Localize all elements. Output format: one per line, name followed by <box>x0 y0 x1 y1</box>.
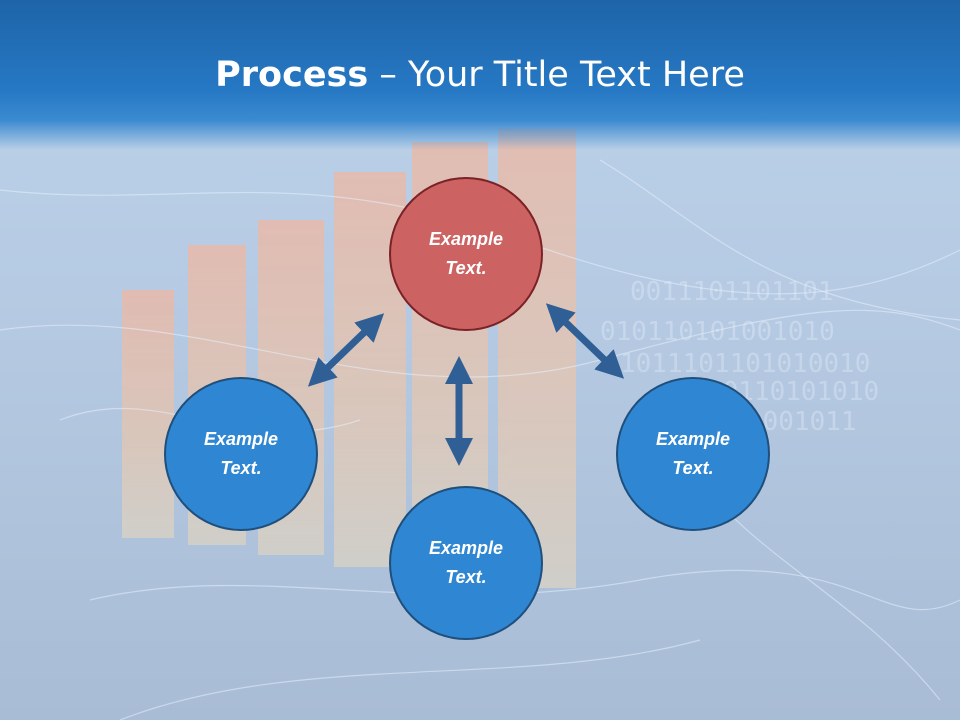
node-top: Example Text. <box>389 177 543 331</box>
svg-text:1011101101010010: 1011101101010010 <box>620 349 870 379</box>
svg-text:0011101101101: 0011101101101 <box>630 277 834 307</box>
node-right-text: Example Text. <box>655 429 731 478</box>
title-bold: Process <box>215 55 369 95</box>
svg-text:010110101001010: 010110101001010 <box>600 317 835 347</box>
node-bottom-text: Example Text. <box>428 538 504 587</box>
node-bottom: Example Text. <box>389 486 543 640</box>
node-right: Example Text. <box>616 377 770 531</box>
arrow-top-right <box>545 303 625 379</box>
node-left: Example Text. <box>164 377 318 531</box>
slide-title: Process – Your Title Text Here <box>0 48 960 102</box>
node-top-text: Example Text. <box>428 229 504 278</box>
arrow-top-left <box>307 313 385 387</box>
title-rest: – Your Title Text Here <box>368 55 745 95</box>
title-bar <box>0 0 960 150</box>
node-left-text: Example Text. <box>203 429 279 478</box>
